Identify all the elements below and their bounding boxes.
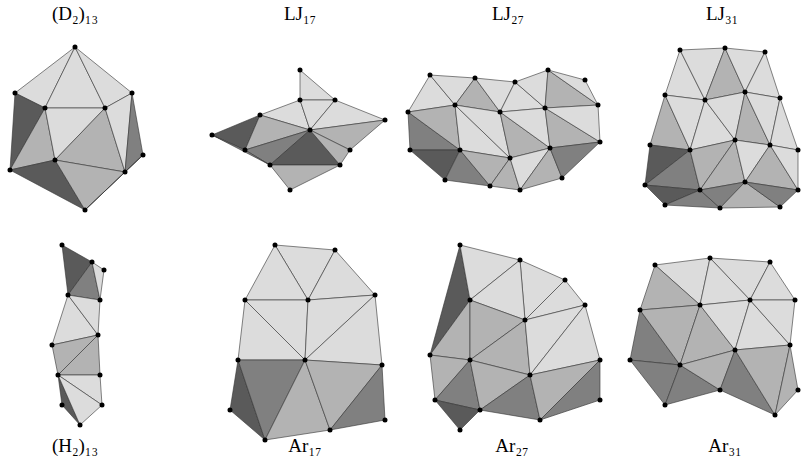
lj17-cluster [212,70,385,190]
ar31-cluster [630,258,798,415]
ar17-cluster [230,245,385,440]
lj31-cluster [645,48,798,208]
cluster-label: Ar₃₁ [708,436,741,457]
cluster-label: LJ₂₇ [492,4,524,25]
cluster-label: Ar₁₇ [288,436,321,457]
h2-13-cluster [52,245,104,425]
ar27-cluster [430,245,600,430]
cluster-label: (D₂)₁₃ [52,4,98,25]
cluster-label: LJ₃₁ [706,4,738,25]
lj27-cluster [408,70,600,190]
d2-13-cluster [10,47,143,210]
cluster-label: LJ₁₇ [284,4,316,25]
cluster-label: (H₂)₁₃ [52,436,98,457]
cluster-label: Ar₂₇ [495,436,528,457]
